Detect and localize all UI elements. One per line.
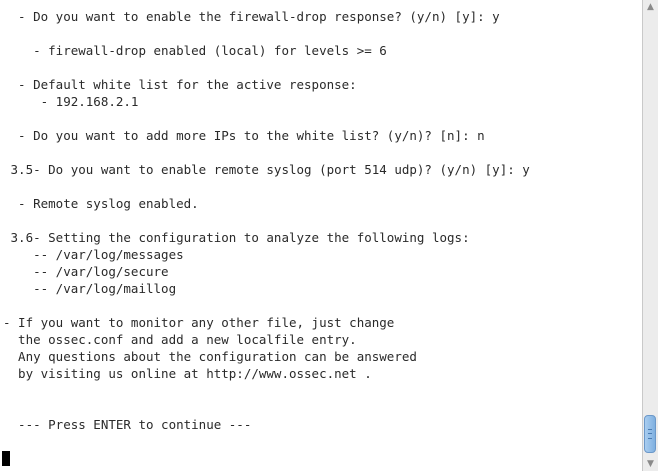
terminal-window[interactable]: - Do you want to enable the firewall-dro… (0, 0, 642, 471)
scroll-up-arrow[interactable]: ▲ (643, 0, 658, 14)
scroll-down-arrow[interactable]: ▼ (643, 457, 658, 471)
triangle-down-icon: ▼ (647, 459, 654, 469)
terminal-line (3, 382, 530, 399)
terminal-line: - 192.168.2.1 (3, 94, 139, 109)
terminal-line (3, 212, 530, 229)
terminal-line: 3.5- Do you want to enable remote syslog… (3, 162, 530, 177)
terminal-line: -- /var/log/messages (3, 247, 184, 262)
terminal-line (3, 144, 530, 161)
text-cursor (2, 451, 10, 466)
vertical-scrollbar[interactable]: ▲ ▼ (642, 0, 658, 471)
terminal-line: 3.6- Setting the configuration to analyz… (3, 230, 470, 245)
terminal-line (3, 399, 530, 416)
terminal-line (3, 59, 530, 76)
triangle-up-icon: ▲ (647, 2, 654, 12)
terminal-line: -- /var/log/maillog (3, 281, 177, 296)
terminal-output: - Do you want to enable the firewall-dro… (3, 8, 530, 433)
terminal-line: Any questions about the configuration ca… (3, 349, 417, 364)
terminal-line: - If you want to monitor any other file,… (3, 315, 395, 330)
terminal-line: -- /var/log/secure (3, 264, 169, 279)
terminal-line: by visiting us online at http://www.osse… (3, 366, 372, 381)
terminal-line: the ossec.conf and add a new localfile e… (3, 332, 357, 347)
terminal-line (3, 178, 530, 195)
terminal-line: - Do you want to add more IPs to the whi… (3, 128, 485, 143)
terminal-line: - Default white list for the active resp… (3, 77, 357, 92)
grip-icon (648, 429, 652, 439)
terminal-line: --- Press ENTER to continue --- (3, 417, 252, 432)
terminal-line (3, 297, 530, 314)
terminal-line (3, 25, 530, 42)
terminal-line: - firewall-drop enabled (local) for leve… (3, 43, 387, 58)
terminal-line: - Remote syslog enabled. (3, 196, 199, 211)
terminal-line: - Do you want to enable the firewall-dro… (3, 9, 500, 24)
scrollbar-thumb[interactable] (644, 415, 656, 453)
terminal-line (3, 110, 530, 127)
